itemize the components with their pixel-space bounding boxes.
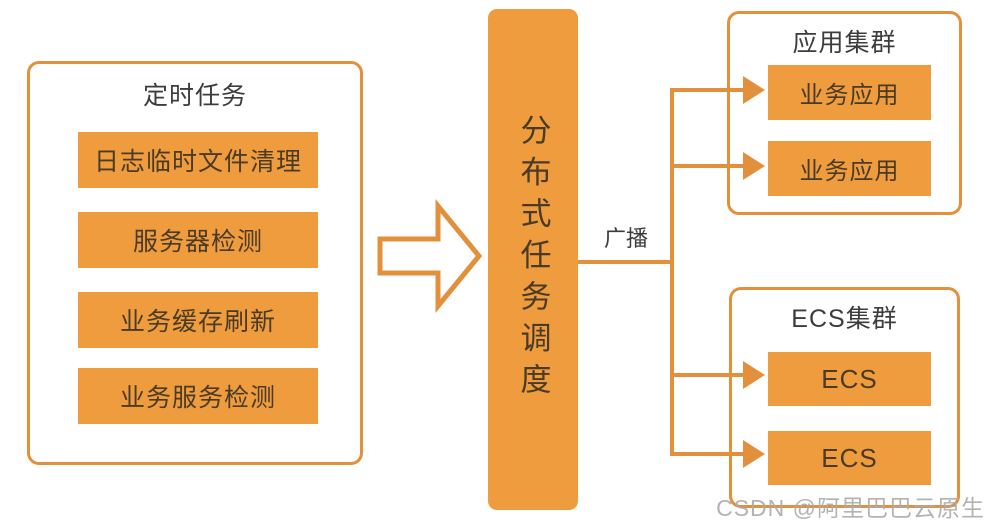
watermark: CSDN @阿里巴巴云原生 [716, 495, 985, 521]
app-cluster-title: 应用集群 [792, 29, 897, 57]
app-node: 业务应用 [768, 65, 931, 120]
task-node-service-check: 业务服务检测 [78, 368, 318, 424]
scheduler-bar: 分布式任务调度 [488, 9, 578, 510]
app-node: 业务应用 [768, 141, 931, 196]
task-node-server-check: 服务器检测 [78, 212, 318, 268]
scheduler-label: 分布式任务调度 [515, 114, 551, 405]
scheduled-tasks-title: 定时任务 [142, 82, 247, 110]
ecs-cluster-title: ECS集群 [791, 305, 898, 333]
app-cluster-group: 应用集群 业务应用 业务应用 [727, 11, 962, 215]
flow-arrow-icon [377, 199, 483, 313]
task-node-log-cleanup: 日志临时文件清理 [78, 132, 318, 188]
ecs-node: ECS [768, 352, 931, 406]
task-node-cache-refresh: 业务缓存刷新 [78, 292, 318, 348]
ecs-node: ECS [768, 431, 931, 485]
scheduled-tasks-group: 定时任务 日志临时文件清理 服务器检测 业务缓存刷新 业务服务检测 [27, 61, 363, 465]
broadcast-label: 广播 [603, 226, 648, 251]
ecs-cluster-group: ECS集群 ECS ECS [729, 287, 960, 508]
